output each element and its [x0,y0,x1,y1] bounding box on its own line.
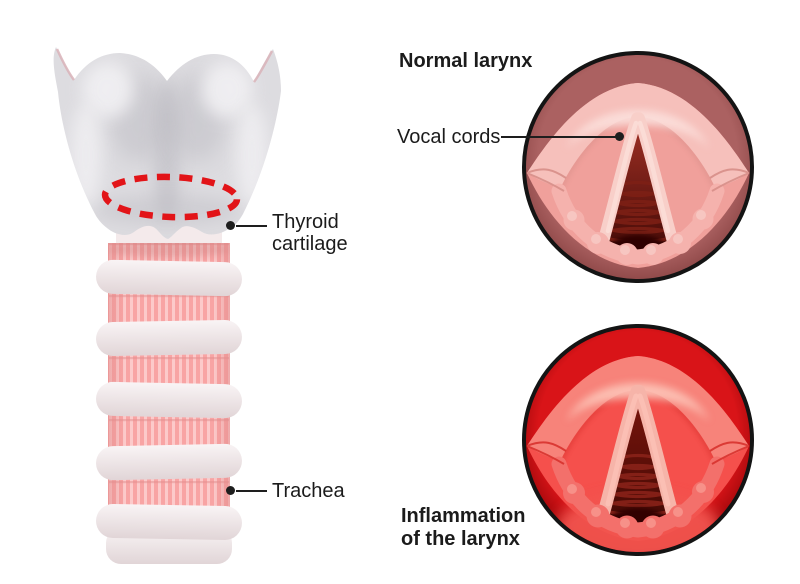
vocal-cords-pointer-dot [615,132,624,141]
thyroid-cartilage-label-line1: Thyroid [272,211,339,233]
epiglottis-arch [527,83,749,189]
normal-larynx-title: Normal larynx [399,50,533,72]
vocal-cords-pointer-line [501,136,616,138]
anterior-larynx-illustration [53,47,281,564]
inflammation-title: Inflammation of the larynx [401,505,525,551]
arytenoid-ridge [551,183,725,265]
inflammation-title-line2: of the larynx [401,528,520,550]
fold-creases [526,441,750,465]
trachea-pointer-dot [226,486,235,495]
normal-larynx-view [522,51,754,283]
vocal-cords-shape [598,112,678,245]
trachea-label: Trachea [272,480,345,502]
vocal-cords-shape [597,384,679,519]
dashed-highlight-ellipse [101,173,241,221]
thyroid-cartilage-label-line2: cartilage [272,233,348,255]
inflamed-larynx-view [522,324,754,556]
left-horn-accent [55,48,76,81]
tracheal-rings [96,259,242,564]
thyroid-cartilage-shape [53,47,281,239]
epiglottis-arch [527,356,749,462]
thyroid-cartilage-label: Thyroid cartilage [272,211,348,255]
right-horn-accent [252,50,274,83]
thyroid-cartilage-pointer-dot [226,221,235,230]
thyroid-cartilage-pointer-line [236,225,267,227]
arytenoid-ridge [551,456,725,539]
inflammation-title-line1: Inflammation [401,505,526,527]
fold-creases [526,168,750,192]
vocal-cords-label: Vocal cords [397,126,501,148]
trachea-pointer-line [236,490,267,492]
